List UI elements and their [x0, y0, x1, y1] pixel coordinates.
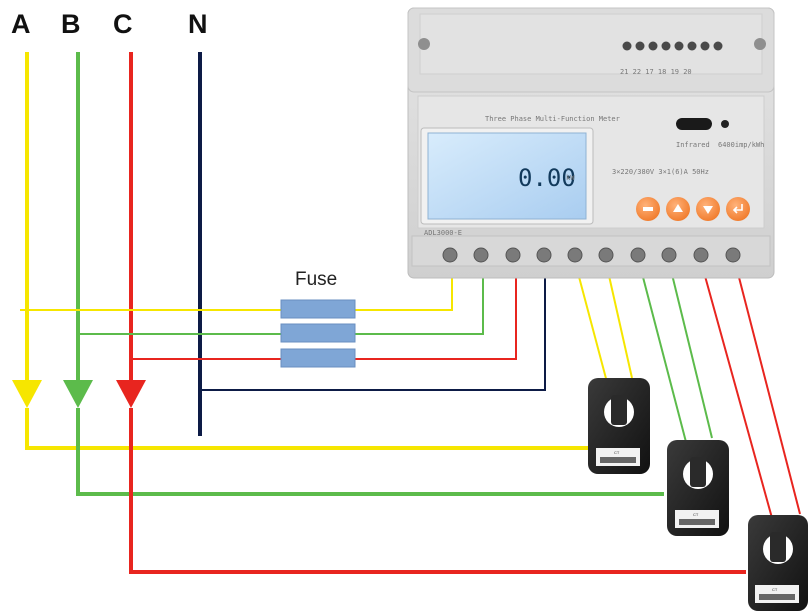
current-transformer-a: CT: [588, 378, 650, 474]
phase-c-arrow-icon: [116, 380, 146, 408]
fuse-a: [280, 299, 356, 319]
screw-icon: [754, 38, 766, 50]
phase-label-n: N: [188, 9, 208, 39]
aux-terminal-numbers: 21 22 17 18 19 20: [620, 68, 692, 76]
main-terminal-row: [442, 247, 741, 263]
screw-icon: [418, 38, 430, 50]
up-arrow-icon: [673, 204, 683, 212]
phase-b-line: [63, 52, 664, 496]
ct-c-label: CT: [772, 587, 778, 592]
phase-label-b: B: [61, 9, 81, 39]
aux-terminal-row: [622, 41, 723, 51]
infrared-label: Infrared: [676, 141, 710, 149]
current-transformer-b: CT: [667, 440, 729, 536]
lcd-reading: 0.00: [518, 164, 576, 192]
meter-title: Three Phase Multi-Function Meter: [485, 115, 620, 123]
ct-c-wires: [699, 257, 801, 519]
phase-c-line: [116, 52, 746, 574]
current-transformer-c: CT: [748, 515, 808, 611]
phase-a-line: [12, 52, 588, 450]
voltage-tap-n: [202, 260, 546, 391]
pulse-constant-label: 6400imp/kWh: [718, 141, 764, 149]
meter-model: ADL3000-E: [424, 229, 462, 237]
energy-meter: 21 22 17 18 19 20 Three Phase Multi-Func…: [407, 7, 775, 279]
enter-icon: [732, 204, 743, 214]
fuse-c: [280, 348, 356, 368]
phase-a-arrow-icon: [12, 380, 42, 408]
set-icon: [643, 207, 653, 211]
phase-b-arrow-icon: [63, 380, 93, 408]
voltage-tap-b: [80, 260, 484, 335]
down-arrow-icon: [703, 206, 713, 214]
ct-b-label: CT: [693, 512, 699, 517]
ct-b-wires: [637, 257, 713, 443]
voltage-tap-a: [20, 260, 453, 311]
fuse-label: Fuse: [295, 269, 337, 290]
voltage-tap-c: [133, 260, 517, 360]
meter-ratings: 3×220/380V 3×1(6)A 50Hz: [612, 168, 709, 176]
enter-button[interactable]: [726, 197, 750, 221]
phase-label-c: C: [113, 9, 133, 39]
fuse-b: [280, 323, 356, 343]
phase-label-a: A: [11, 9, 31, 39]
lcd-unit: kW: [566, 174, 575, 182]
lcd-display: 0.00 kW: [420, 127, 594, 225]
infrared-port-icon: [676, 118, 712, 130]
ct-a-label: CT: [614, 450, 620, 455]
pulse-led-icon: [721, 120, 729, 128]
